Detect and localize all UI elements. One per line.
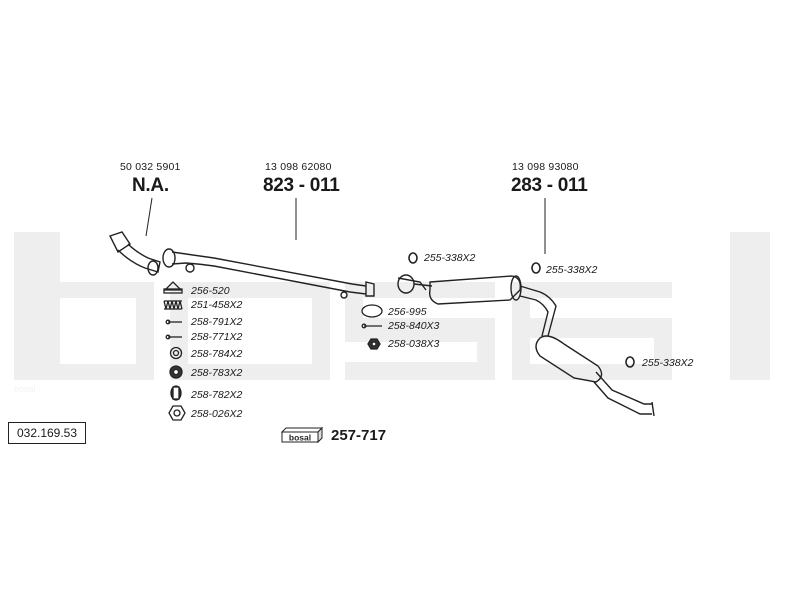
kit-part-number[interactable]: 257-717 (331, 427, 387, 444)
fitting-label[interactable]: 255-338X2 (424, 252, 476, 264)
washer-icon[interactable] (169, 346, 183, 360)
bolt-icon[interactable] (361, 323, 382, 329)
fitting-label[interactable]: 258-782X2 (191, 389, 243, 401)
fitting-label[interactable]: 258-038X3 (388, 338, 440, 350)
hex-nut-icon[interactable] (168, 405, 186, 421)
fitting-label[interactable]: 258-784X2 (191, 348, 243, 360)
fitting-label[interactable]: 255-338X2 (642, 357, 694, 369)
kit-box-label: bosal (289, 433, 311, 443)
fitting-label[interactable]: 256-520 (191, 285, 230, 297)
middle-pipe-part[interactable] (162, 248, 375, 299)
oem-number: 50 032 5901 (120, 161, 181, 173)
reference-number: 032.169.53 (8, 422, 86, 444)
oem-number: 13 098 62080 (265, 161, 332, 173)
flange-gasket-icon[interactable] (163, 281, 183, 294)
rear-silencer-part[interactable] (397, 274, 655, 417)
front-pipe-part[interactable] (109, 231, 161, 276)
part-number[interactable]: 823 - 011 (263, 175, 340, 196)
spring-washer-icon[interactable] (169, 365, 183, 379)
assembly-kit-box[interactable]: bosal (280, 426, 324, 444)
part-number[interactable]: 283 - 011 (511, 175, 588, 196)
fitting-label[interactable]: 258-791X2 (191, 316, 243, 328)
part-number[interactable]: N.A. (132, 175, 169, 196)
fitting-label[interactable]: 258-840X3 (388, 320, 440, 332)
fitting-label[interactable]: 258-783X2 (191, 367, 243, 379)
fitting-label[interactable]: 255-338X2 (546, 264, 598, 276)
oem-number: 13 098 93080 (512, 161, 579, 173)
screw-icon[interactable] (165, 334, 182, 340)
fitting-label[interactable]: 256-995 (388, 306, 427, 318)
hanger-icon[interactable] (408, 252, 635, 368)
sleeve-nut-icon[interactable] (170, 385, 182, 401)
nut-icon[interactable] (367, 338, 381, 350)
fitting-label[interactable]: 258-026X2 (191, 408, 243, 420)
pointer-line (145, 197, 153, 237)
bolt-icon[interactable] (165, 319, 182, 325)
fitting-label[interactable]: 251-458X2 (191, 299, 243, 311)
spring-icon[interactable] (163, 300, 183, 310)
watermark-text: bosal (14, 384, 36, 394)
fitting-label[interactable]: 258-771X2 (191, 331, 243, 343)
gasket-ring-icon[interactable] (361, 304, 383, 318)
